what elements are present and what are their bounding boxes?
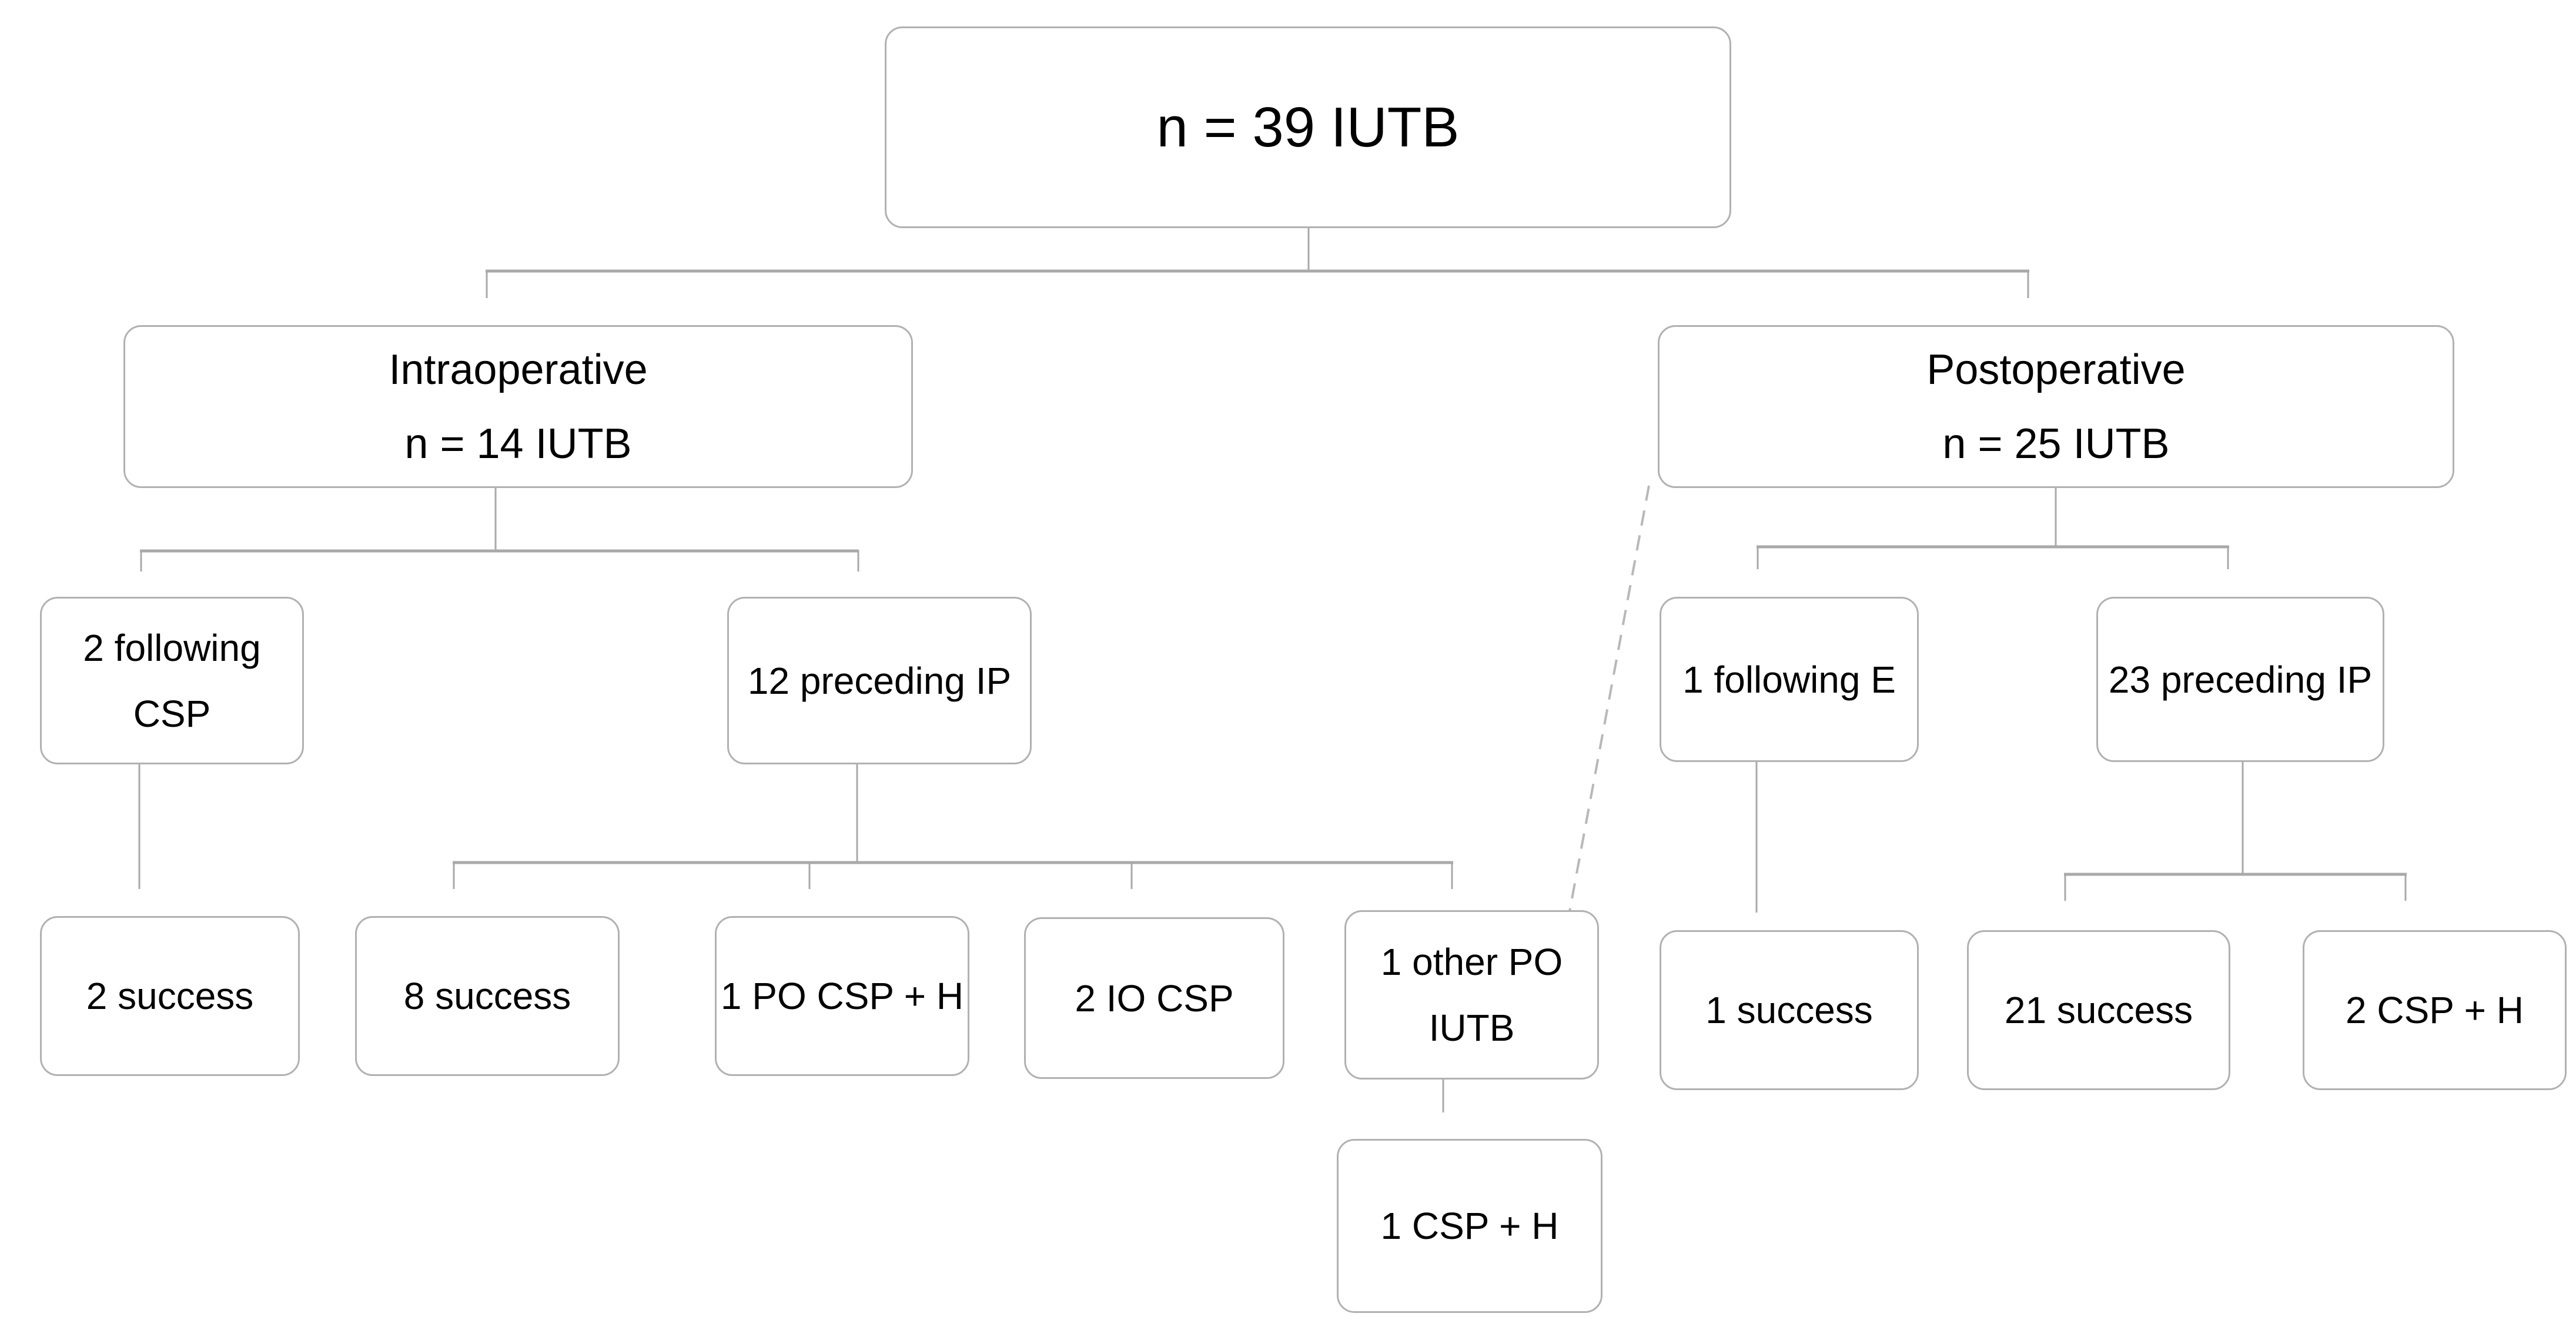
node-following-csp-label-1: 2 following xyxy=(83,626,261,669)
node-postoperative-title: Postoperative xyxy=(1926,346,2186,393)
node-following-csp-label-2: CSP xyxy=(133,692,211,735)
node-io-csp-label: 2 IO CSP xyxy=(1075,977,1234,1020)
node-following-csp: 2 following CSP xyxy=(40,597,304,764)
node-success-1: 1 success xyxy=(1660,930,1919,1090)
node-intraoperative-count: n = 14 IUTB xyxy=(404,420,632,467)
node-following-e-label: 1 following E xyxy=(1682,658,1896,701)
node-success-21-label: 21 success xyxy=(2004,989,2193,1031)
node-success-2-label: 2 success xyxy=(86,975,254,1017)
node-csp-h-1-label: 1 CSP + H xyxy=(1380,1205,1559,1247)
node-following-e: 1 following E xyxy=(1660,597,1919,762)
node-po-csp-h-label: 1 PO CSP + H xyxy=(720,975,964,1017)
node-intraoperative-title: Intraoperative xyxy=(389,346,648,393)
node-other-po-iutb: 1 other PO IUTB xyxy=(1344,910,1599,1080)
node-success-1-label: 1 success xyxy=(1705,989,1873,1031)
node-postoperative: Postoperative n = 25 IUTB xyxy=(1658,325,2454,488)
node-success-21: 21 success xyxy=(1967,930,2230,1090)
dashed-connector-postoperative-to-other-po-iutb xyxy=(1568,485,1650,912)
node-preceding-ip-12-label: 12 preceding IP xyxy=(747,659,1012,702)
node-success-8: 8 success xyxy=(355,916,620,1076)
node-intraoperative: Intraoperative n = 14 IUTB xyxy=(123,325,913,488)
node-root: n = 39 IUTB xyxy=(885,26,1731,228)
node-success-8-label: 8 success xyxy=(403,975,571,1017)
node-other-po-iutb-label-1: 1 other PO xyxy=(1380,941,1563,983)
node-csp-h-2: 2 CSP + H xyxy=(2303,930,2567,1090)
node-preceding-ip-12: 12 preceding IP xyxy=(727,597,1032,764)
node-csp-h-2-label: 2 CSP + H xyxy=(2346,989,2524,1031)
node-po-csp-h: 1 PO CSP + H xyxy=(715,916,969,1076)
node-preceding-ip-23-label: 23 preceding IP xyxy=(2108,658,2373,701)
node-other-po-iutb-label-2: IUTB xyxy=(1428,1007,1515,1049)
node-preceding-ip-23: 23 preceding IP xyxy=(2096,597,2384,762)
node-csp-h-1: 1 CSP + H xyxy=(1337,1139,1603,1313)
node-success-2: 2 success xyxy=(40,916,300,1076)
node-io-csp: 2 IO CSP xyxy=(1024,917,1284,1079)
node-postoperative-count: n = 25 IUTB xyxy=(1942,420,2170,467)
node-root-label: n = 39 IUTB xyxy=(1156,95,1460,159)
